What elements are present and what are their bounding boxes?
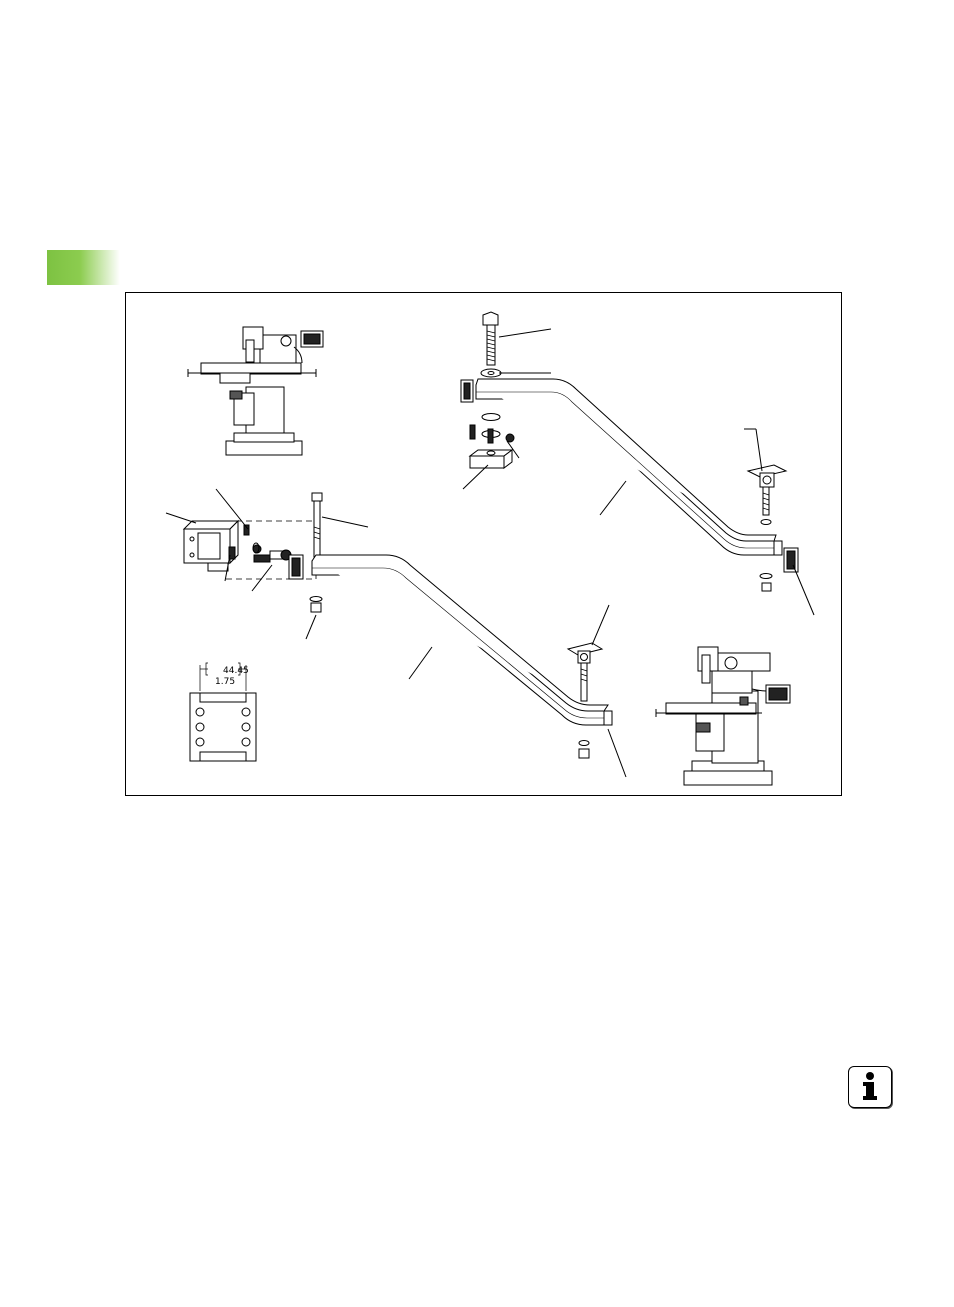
arm-assembly-upper	[460, 311, 799, 592]
chapter-tab	[47, 250, 120, 285]
dimension-mm: 44.45	[223, 666, 249, 676]
milling-machine-right	[655, 646, 791, 786]
assembly-drawing: 44.45 1.75	[165, 311, 815, 786]
arm-assembly-lower	[182, 492, 613, 759]
mounting-arm-assembly-figure: 44.45 1.75	[125, 292, 842, 796]
info-icon	[848, 1066, 892, 1108]
milling-machine-left	[187, 326, 324, 456]
mount-plate-plan-view	[189, 662, 257, 762]
callout-leaders	[165, 328, 815, 778]
dimension-in: 1.75	[215, 677, 235, 687]
